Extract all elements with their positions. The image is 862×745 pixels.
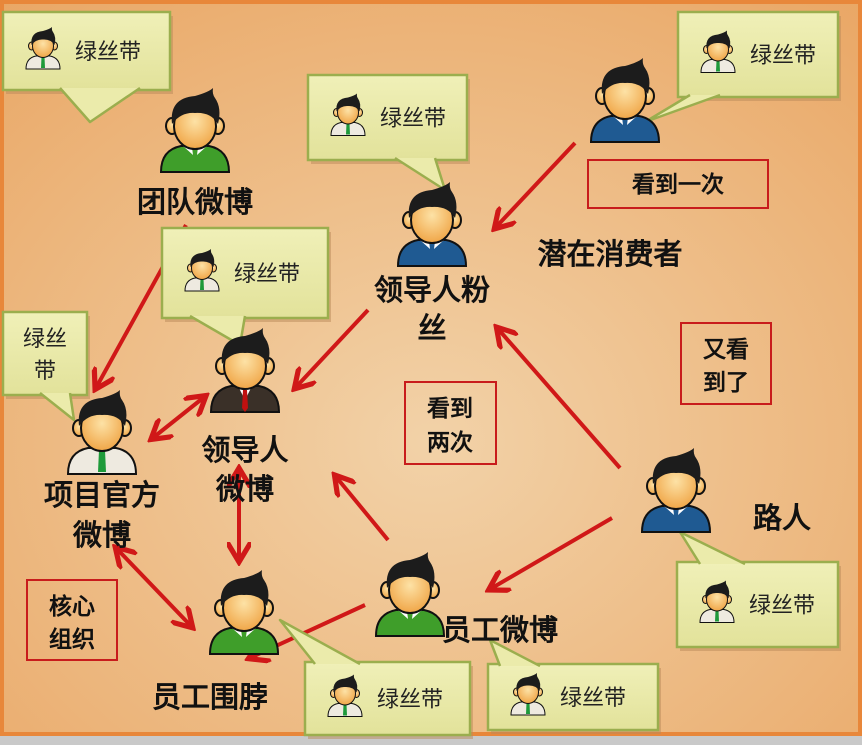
label-potential-consumer: 潜在消费者 [537, 237, 682, 271]
label-leader-weibo-1: 领导人 [201, 433, 288, 467]
bubble-text: 绿丝带 [749, 594, 815, 619]
bubble-avatar-icon [700, 30, 736, 73]
label-employee-weibo: 员工微博 [442, 613, 558, 647]
label-leader-fan-2: 丝 [417, 311, 446, 345]
bubble-potential-consumer: 绿丝带 [643, 10, 841, 124]
bubble-passerby: 绿丝带 [675, 530, 841, 651]
box-seen-twice: 看到 两次 [404, 381, 497, 465]
box-core-org: 核心 组织 [26, 579, 118, 661]
box-core-org-text-2: 组织 [49, 626, 95, 653]
label-leader-fan-1: 领导人粉 [374, 273, 490, 307]
bubble-avatar-icon [184, 249, 220, 292]
arrow-employee-to-leader [337, 478, 390, 542]
bubble-text: 绿丝带 [380, 107, 446, 132]
label-passerby: 路人 [753, 501, 811, 535]
box-seen-twice-text-2: 两次 [427, 429, 473, 456]
box-core-org-text-1: 核心 [49, 593, 95, 620]
arrow-passerby-to-employee [492, 516, 614, 588]
bubble-text: 绿丝带 [75, 40, 141, 65]
bubble-text: 绿丝带 [560, 686, 626, 711]
arrow-consumer-to-fan [497, 141, 577, 226]
label-leader-weibo-2: 微博 [215, 472, 274, 506]
label-team-weibo: 团队微博 [137, 185, 253, 219]
label-official-weibo-2: 微博 [72, 518, 131, 552]
bubble-text-1: 绿丝 [23, 327, 67, 352]
bubble-text-2: 带 [34, 359, 56, 384]
bubble-leader-fan: 绿丝带 [306, 73, 470, 192]
box-seen-again-text-1: 又看 [703, 337, 749, 363]
person-leader-weibo [209, 328, 281, 413]
box-seen-once: 看到一次 [587, 159, 769, 209]
person-leader-fan [396, 182, 468, 267]
bubble-avatar-icon [510, 673, 546, 716]
person-passerby [640, 448, 712, 533]
bubble-official-weibo: 绿丝 带 [1, 310, 90, 422]
person-employee-scarf [208, 570, 280, 655]
person-team-weibo [159, 88, 231, 173]
arrow-official-scarf [118, 550, 190, 625]
box-seen-once-text: 看到一次 [632, 171, 724, 198]
label-employee-scarf: 员工围脖 [152, 680, 268, 714]
bubble-leader-weibo: 绿丝带 [160, 226, 331, 347]
label-official-weibo-1: 项目官方 [44, 478, 160, 512]
bubble-avatar-icon [699, 580, 735, 623]
bubble-team-weibo: 绿丝带 [1, 10, 173, 124]
box-seen-again: 又看 到了 [680, 322, 772, 405]
bubble-employee-scarf: 绿丝带 [278, 618, 473, 739]
person-potential-consumer [589, 58, 661, 143]
bubble-employee-weibo: 绿丝带 [486, 638, 661, 734]
bubble-text: 绿丝带 [234, 262, 300, 287]
box-seen-twice-text-1: 看到 [427, 396, 473, 422]
person-official-weibo [66, 390, 138, 475]
bubble-text: 绿丝带 [377, 688, 443, 713]
arrow-fan-to-leader [297, 308, 370, 386]
bubble-avatar-icon [327, 674, 363, 717]
box-seen-again-text-2: 到了 [703, 370, 749, 396]
person-employee-weibo [374, 552, 446, 637]
bubble-avatar-icon [330, 93, 366, 136]
arrow-passerby-to-fan [499, 330, 622, 470]
bubble-avatar-icon [25, 27, 61, 70]
bubble-text: 绿丝带 [750, 44, 816, 69]
arrow-official-leader [154, 398, 203, 437]
